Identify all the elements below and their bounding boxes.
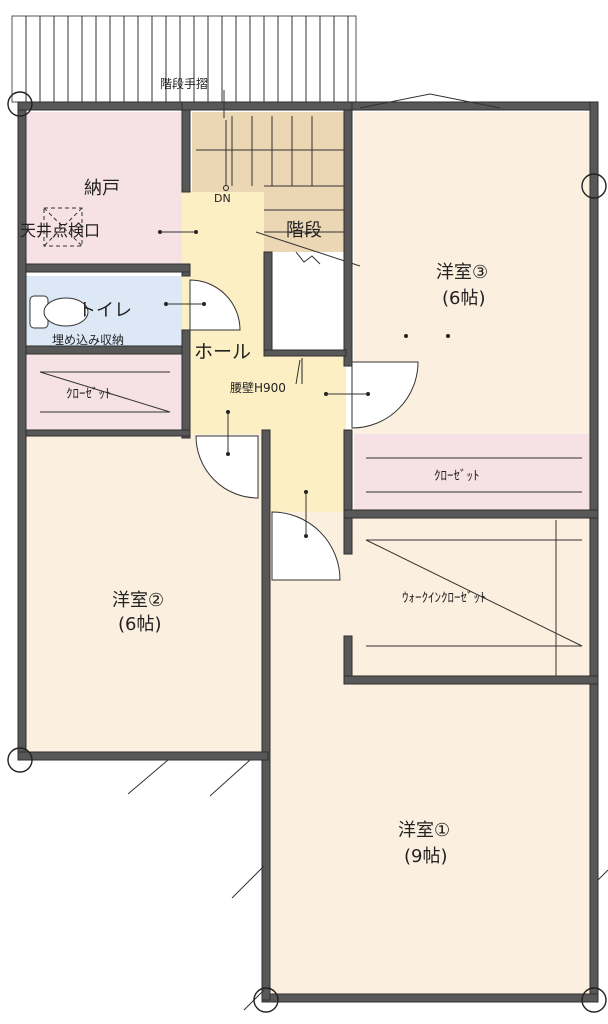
- builtin-storage-label: 埋め込み収納: [52, 333, 124, 347]
- ceiling-hatch-label: 天井点検口: [20, 221, 100, 240]
- stair-well: [272, 256, 344, 352]
- hall-floor-lower: [264, 356, 346, 512]
- closet-right-floor: [354, 434, 590, 512]
- closet-right-label: ｸﾛｰｾﾞｯﾄ: [434, 469, 480, 484]
- room2-size: (6帖): [118, 614, 162, 635]
- toilet-fixture: [29, 295, 89, 329]
- low-wall-label: 腰壁H900: [230, 380, 286, 395]
- stairs-floor-right: [264, 190, 346, 252]
- column-markers: [7, 91, 607, 1013]
- stair-dn-label: DN: [214, 192, 231, 205]
- stairs-floor: [192, 112, 346, 192]
- ceiling-hatch-box: [43, 207, 83, 247]
- room-storage-floor: [26, 112, 182, 266]
- stairs-label: 階段: [286, 220, 322, 241]
- windows: [127, 93, 608, 1011]
- handrail-label: 階段手摺: [160, 76, 208, 91]
- room1-size: (9帖): [404, 846, 448, 867]
- stair-treads: [196, 116, 361, 267]
- balcony: [11, 15, 357, 103]
- walls: [17, 101, 599, 1003]
- storage-label: 納戸: [84, 178, 120, 199]
- closet-left-floor: [26, 354, 182, 434]
- room2-name: 洋室②: [112, 590, 164, 611]
- room1-name: 洋室①: [398, 820, 450, 841]
- closet-doors: [39, 371, 583, 676]
- hall-label: ホール: [194, 341, 251, 363]
- walkin-closet-label: ｳｫｰｸｲﾝｸﾛｰｾﾞｯﾄ: [402, 591, 487, 606]
- closet-left-label: ｸﾛｰｾﾞｯﾄ: [66, 387, 112, 402]
- room3-name: 洋室③: [436, 262, 488, 283]
- door-swings: [189, 279, 419, 581]
- toilet-label: トイレ: [78, 300, 132, 321]
- room3-size: (6帖): [442, 288, 486, 309]
